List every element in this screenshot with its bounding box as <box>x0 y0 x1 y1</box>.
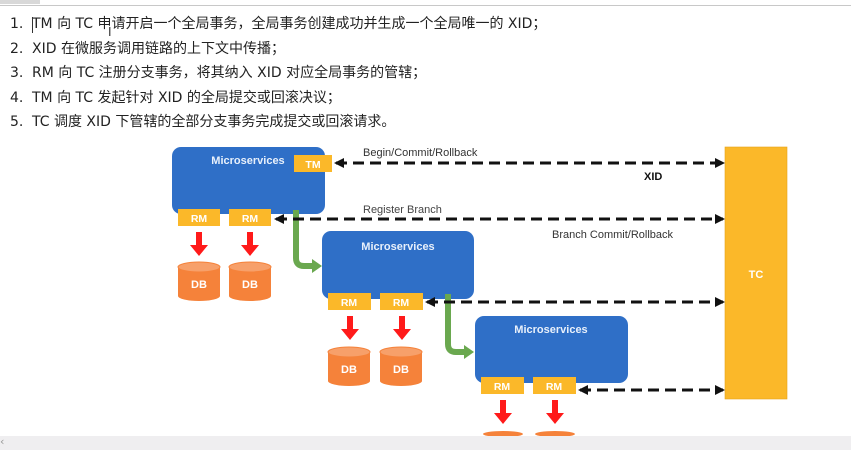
microservice-label: Microservices <box>361 241 434 253</box>
rm-label: RM <box>393 297 410 309</box>
db-label: DB <box>242 279 258 291</box>
microservice-label: Microservices <box>211 155 284 167</box>
step-item: 1. TM 向 TC 申请开启一个全局事务，全局事务创建成功并生成一个全局唯一的 … <box>10 14 546 39</box>
green-call-arrow-icon <box>445 294 474 359</box>
process-steps-list: 1. TM 向 TC 申请开启一个全局事务，全局事务创建成功并生成一个全局唯一的 … <box>10 14 546 137</box>
red-arrow-icon <box>341 316 359 340</box>
database-icon: DB <box>177 261 221 301</box>
rm-label: RM <box>494 381 511 393</box>
microservice-box <box>322 231 474 299</box>
rm-box <box>380 293 423 310</box>
green-call-arrow-icon <box>293 210 322 273</box>
horizontal-scrollbar[interactable]: ‹ <box>0 435 851 450</box>
rm-label: RM <box>341 297 358 309</box>
step-number: 4. <box>10 89 24 106</box>
divider <box>0 5 851 6</box>
database-icon: DB <box>379 346 423 386</box>
ibeam-cursor-icon: I <box>108 25 112 39</box>
step-item: 4. TM 向 TC 发起针对 XID 的全局提交或回滚决议； <box>10 88 546 113</box>
rm-box <box>178 209 220 226</box>
red-arrow-icon <box>546 400 564 424</box>
microservice-box <box>475 316 628 383</box>
step-text: TC 调度 XID 下管辖的全部分支事务完成提交或回滚请求。 <box>32 114 396 130</box>
step-text: RM 向 TC 注册分支事务，将其纳入 XID 对应全局事务的管辖； <box>32 65 427 81</box>
database-icon <box>535 431 575 436</box>
red-arrow-icon <box>393 316 411 340</box>
header-stub <box>0 0 40 4</box>
database-icon: DB <box>327 346 371 386</box>
microservice-3: Microservices RM RM <box>475 316 628 436</box>
microservice-box <box>172 147 325 214</box>
db-label: DB <box>393 364 409 376</box>
microservice-2: Microservices RM RM DB DB <box>322 231 474 386</box>
red-arrow-icon <box>190 232 208 256</box>
tc-label: TC <box>749 269 764 281</box>
db-label: DB <box>191 279 207 291</box>
xid-label: XID <box>644 171 662 183</box>
step-text: TM 向 TC 申请开启一个全局事务，全局事务创建成功并生成一个全局唯一的 XI… <box>32 16 547 32</box>
step-number: 2. <box>10 40 24 57</box>
red-arrow-icon <box>494 400 512 424</box>
step-number: 5. <box>10 114 24 130</box>
database-icon: DB <box>228 261 272 301</box>
text-caret <box>32 17 33 33</box>
microservice-label: Microservices <box>514 324 587 336</box>
step-number: 1. <box>10 16 24 32</box>
step-text: XID 在微服务调用链路的上下文中传播； <box>32 40 285 57</box>
register-branch-label: Register Branch <box>363 204 442 216</box>
step-item: 2. XID 在微服务调用链路的上下文中传播； <box>10 39 546 64</box>
step-number: 3. <box>10 65 24 81</box>
rm-box <box>328 293 371 310</box>
rm-box <box>481 377 524 394</box>
tm-label: TM <box>305 159 320 171</box>
rm-label: RM <box>546 381 563 393</box>
step-item: 5. TC 调度 XID 下管辖的全部分支事务完成提交或回滚请求。 <box>10 112 546 137</box>
scroll-left-icon[interactable]: ‹ <box>0 435 5 448</box>
rm-box <box>533 377 576 394</box>
rm-label: RM <box>191 213 208 225</box>
tm-box <box>294 155 332 172</box>
tc-box <box>724 146 788 400</box>
step-item: 3. RM 向 TC 注册分支事务，将其纳入 XID 对应全局事务的管辖； <box>10 63 546 88</box>
rm-label: RM <box>242 213 259 225</box>
step-text: TM 向 TC 发起针对 XID 的全局提交或回滚决议； <box>32 89 341 106</box>
rm-box <box>229 209 271 226</box>
db-label: DB <box>341 364 357 376</box>
red-arrow-icon <box>241 232 259 256</box>
database-icon <box>483 431 523 436</box>
begin-commit-rollback-label: Begin/Commit/Rollback <box>363 147 478 159</box>
branch-commit-rollback-label: Branch Commit/Rollback <box>552 229 674 241</box>
microservice-1: Microservices TM RM RM DB DB <box>172 147 332 301</box>
